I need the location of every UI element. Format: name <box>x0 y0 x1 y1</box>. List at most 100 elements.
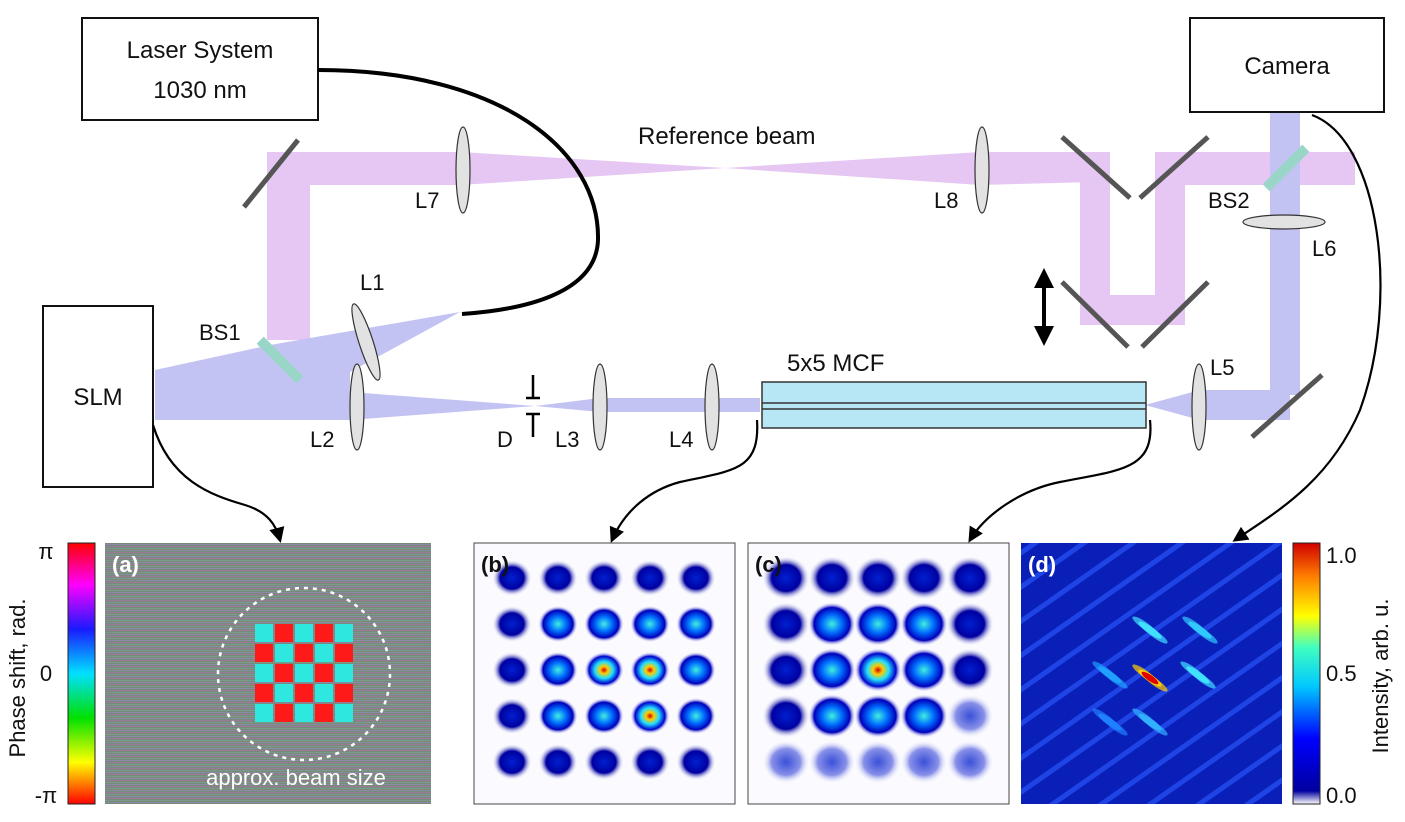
intensity-spot <box>492 559 532 597</box>
diaphragm-d <box>526 375 540 437</box>
checker-cell <box>275 704 293 722</box>
intensity-spot <box>854 555 902 601</box>
checker-cell <box>255 704 273 722</box>
intensity-spot <box>808 739 856 785</box>
checkerboard-pattern <box>255 624 353 722</box>
intensity-spot <box>854 739 902 785</box>
component-labels: Reference beam 5x5 MCF L7 L8 L1 L2 L3 L4… <box>199 123 1336 452</box>
intensity-spot <box>584 605 624 643</box>
checker-cell <box>295 624 313 642</box>
svg-text:5x5 MCF: 5x5 MCF <box>787 350 884 377</box>
svg-text:L8: L8 <box>934 188 958 213</box>
multicore-fiber <box>761 381 1147 429</box>
intensity-spot <box>538 697 578 735</box>
svg-text:(a): (a) <box>112 552 139 577</box>
intensity-spot <box>854 647 902 693</box>
svg-text:BS1: BS1 <box>199 320 241 345</box>
panel-d-interference: (d) <box>1021 543 1282 804</box>
fringe-blob <box>1104 671 1128 689</box>
svg-text:L5: L5 <box>1210 355 1234 380</box>
intensity-spot <box>492 697 532 735</box>
intensity-spot <box>676 697 716 735</box>
intensity-spot <box>538 605 578 643</box>
lens-l8 <box>974 126 990 214</box>
intensity-spot <box>762 601 810 647</box>
svg-text:Camera: Camera <box>1244 53 1330 80</box>
svg-text:SLM: SLM <box>73 384 122 411</box>
phase-colorbar: π 0 -π Phase shift, rad. <box>5 539 96 808</box>
intensity-spot <box>900 555 948 601</box>
checker-cell <box>275 644 293 662</box>
camera-box: Camera <box>1189 17 1385 113</box>
intensity-spot <box>900 739 948 785</box>
intensity-spot <box>630 697 670 735</box>
svg-text:L6: L6 <box>1312 236 1336 261</box>
fringe-blob <box>1144 626 1168 644</box>
checker-cell <box>255 624 273 642</box>
checker-cell <box>335 684 353 702</box>
intensity-spot <box>762 739 810 785</box>
lens-l7 <box>455 126 471 214</box>
lens-l5 <box>1191 363 1207 451</box>
svg-text:Laser System: Laser System <box>127 37 274 64</box>
checker-cell <box>295 644 313 662</box>
svg-text:Phase shift, rad.: Phase shift, rad. <box>5 599 30 758</box>
checker-cell <box>335 664 353 682</box>
intensity-spot <box>676 651 716 689</box>
checker-cell <box>335 704 353 722</box>
checker-cell <box>255 684 273 702</box>
lens-l6 <box>1242 214 1326 230</box>
panel-arrows <box>151 113 1382 543</box>
svg-text:(b): (b) <box>481 552 509 577</box>
intensity-spot <box>676 605 716 643</box>
intensity-spot <box>492 605 532 643</box>
laser-fiber <box>317 68 601 316</box>
fringe-center <box>1141 671 1159 685</box>
checker-cell <box>275 624 293 642</box>
beamsplitter-bs2 <box>1262 144 1310 192</box>
checker-cell <box>315 704 333 722</box>
intensity-spot <box>900 693 948 739</box>
intensity-spot <box>946 647 994 693</box>
fringe-blob <box>1194 626 1218 644</box>
checker-cell <box>295 684 313 702</box>
reference-beam-path <box>267 152 1355 340</box>
intensity-spot <box>946 555 994 601</box>
fringe-blob <box>1144 718 1168 736</box>
mirrors <box>242 135 1324 439</box>
svg-text:L4: L4 <box>669 427 693 452</box>
intensity-spot <box>676 743 716 781</box>
slm-box: SLM <box>42 305 154 488</box>
svg-text:D: D <box>497 427 513 452</box>
checker-cell <box>315 684 333 702</box>
svg-text:0.0: 0.0 <box>1326 783 1357 808</box>
intensity-spot <box>854 693 902 739</box>
svg-text:L7: L7 <box>415 188 439 213</box>
svg-text:1030 nm: 1030 nm <box>153 77 246 104</box>
intensity-spot <box>808 693 856 739</box>
panel-a-slm-pattern: (a) approx. beam size <box>105 543 431 804</box>
intensity-spot <box>762 693 810 739</box>
checker-cell <box>335 644 353 662</box>
intensity-spot <box>808 647 856 693</box>
intensity-spot <box>538 743 578 781</box>
intensity-spot <box>492 651 532 689</box>
checker-cell <box>275 664 293 682</box>
intensity-spot <box>946 601 994 647</box>
intensity-spot <box>630 605 670 643</box>
svg-text:Intensity, arb. u.: Intensity, arb. u. <box>1368 599 1393 754</box>
intensity-spot <box>538 651 578 689</box>
svg-text:(c): (c) <box>755 552 782 577</box>
svg-text:1.0: 1.0 <box>1326 543 1357 568</box>
checker-cell <box>275 684 293 702</box>
laser-system-box: Laser System 1030 nm <box>81 17 319 121</box>
intensity-spot <box>676 559 716 597</box>
checker-cell <box>335 624 353 642</box>
svg-text:BS2: BS2 <box>1208 188 1250 213</box>
intensity-spot <box>630 559 670 597</box>
beamsplitter-bs1 <box>256 336 304 384</box>
fringe-blob <box>1104 718 1128 736</box>
lens-l3 <box>592 363 608 451</box>
checker-cell <box>255 644 273 662</box>
